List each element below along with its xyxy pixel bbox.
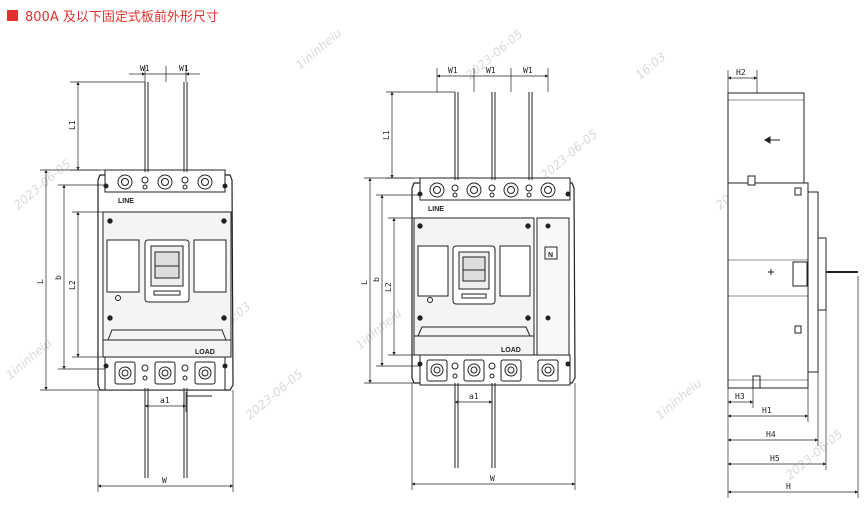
dim-b-3p: b — [54, 275, 63, 280]
dim-l2-4p: L2 — [384, 282, 393, 292]
page-title: 800A 及以下固定式板前外形尺寸 — [25, 9, 219, 25]
dim-a1-4p: a1 — [469, 392, 479, 401]
dim-l2-3p: L2 — [68, 280, 77, 290]
watermark: 2023-06-05 — [243, 367, 305, 423]
dim-h: H — [786, 482, 791, 491]
front-view-4p — [411, 92, 576, 468]
dim-h3: H3 — [735, 392, 745, 401]
bottom-terminals — [103, 361, 228, 385]
dim-a1-3p: a1 — [160, 396, 170, 405]
line-label-4p: LINE — [428, 206, 444, 213]
side-view — [727, 92, 858, 389]
dim-h1: H1 — [762, 406, 772, 415]
dim-w1-4p-a: W1 — [448, 66, 458, 75]
dimensions-side — [727, 70, 859, 498]
neutral-label-4p: N — [548, 252, 553, 259]
line-label-3p: LINE — [118, 198, 134, 205]
load-label-3p: LOAD — [195, 349, 215, 356]
watermark: 2023-06-05 — [538, 127, 600, 183]
page-header: 800A 及以下固定式板前外形尺寸 — [7, 6, 219, 25]
watermark: 1ininheiu — [3, 336, 55, 383]
dim-h2: H2 — [736, 68, 746, 77]
dim-l1-4p: L1 — [382, 130, 391, 140]
dimensions-4p — [364, 68, 576, 490]
dim-w1-4p-c: W1 — [523, 66, 533, 75]
dimensions-3p — [40, 66, 234, 492]
watermark: 16:03 — [633, 49, 668, 82]
top-terminals-4p — [417, 182, 571, 198]
dim-l-3p: L — [36, 279, 45, 284]
dim-l1-3p: L1 — [68, 120, 77, 130]
front-view-3p — [97, 82, 234, 478]
title-square-icon — [7, 9, 18, 21]
dim-w1-3p-a: W1 — [140, 64, 150, 73]
watermark: 2023-06-05 — [783, 427, 845, 483]
top-terminals — [103, 174, 228, 190]
dim-h4: H4 — [766, 430, 776, 439]
load-label-4p: LOAD — [501, 347, 521, 354]
dim-h5: H5 — [770, 454, 780, 463]
dim-b-4p: b — [372, 277, 381, 282]
dim-w-3p: W — [162, 476, 167, 485]
dim-w-4p: W — [490, 474, 495, 483]
watermark: 1ininheiu — [293, 26, 345, 73]
bottom-terminals-4p — [417, 359, 571, 382]
dim-l-4p: L — [360, 280, 369, 285]
watermark: 1ininheiu — [653, 376, 705, 423]
dim-w1-3p-b: W1 — [179, 64, 189, 73]
watermark: 1ininheiu — [353, 306, 405, 353]
dim-w1-4p-b: W1 — [486, 66, 496, 75]
